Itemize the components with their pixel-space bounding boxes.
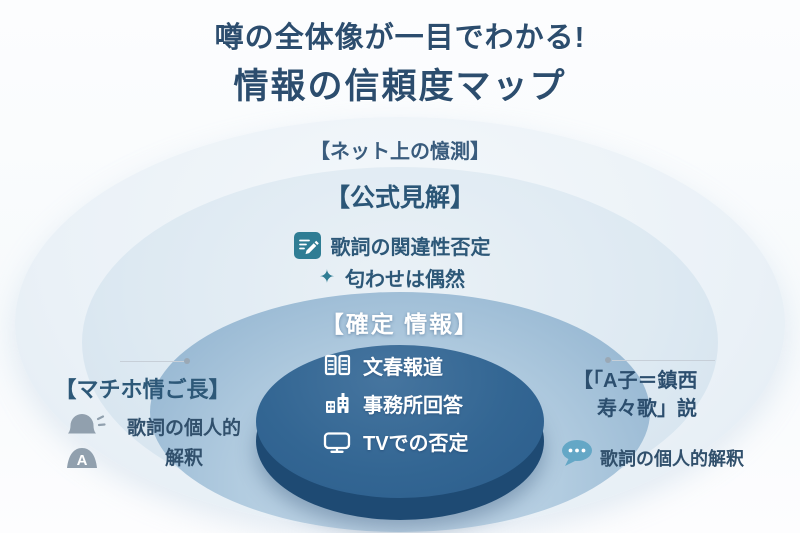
person-a-icon: A [62,410,116,475]
core-disk [256,345,544,498]
office-building-icon [322,391,352,415]
ring-net-speculation-label: 【ネット上の憶測】 [310,141,490,163]
fact-label: TVでの否定 [363,432,469,455]
title-block: 噂の全体像が一目でわかる! 情報の信頼度マップ [0,14,800,109]
official-item-label: 匂わせは偶然 [344,269,465,291]
official-item-row: 歌詞の関違性否定 [0,231,784,260]
core-fact-list: 文春報道 [322,350,469,464]
left-connector-line [120,361,184,362]
right-callout-label: 【「A子＝鎮西 寿々歌」説 [573,367,773,423]
left-callout-label: 【マチホ情ご長】 [54,377,231,402]
fact-label: 文春報道 [363,356,443,379]
title-tagline: 噂の全体像が一目でわかる! [214,22,586,54]
left-callout-text-line2: 解釈 [164,448,203,469]
fact-row: 文春報道 [322,350,469,380]
left-callout-text-line1: 歌詞の個人的 [126,418,241,439]
page-title: 情報の信頼度マップ [233,67,567,106]
fact-label: 事務所回答 [363,394,463,417]
right-callout-label-line1: 【「A子＝鎮西 [573,370,698,392]
right-callout-label-line2: 寿々歌」説 [597,398,697,420]
ring-official-view-label: 【公式見解】 [324,184,475,212]
ring-confirmed-info-label: 【確定 情報】 [320,311,480,337]
left-connector-dot [184,358,190,364]
official-item-row: ✦ 匂わせは偶然 [0,263,784,292]
svg-text:A: A [77,452,88,469]
newspaper-icon [322,353,352,377]
pencil-edit-icon [293,232,321,259]
right-connector-dot [605,357,611,363]
fact-row: TVでの否定 [322,426,469,456]
tv-icon [322,429,352,454]
sparkle-icon: ✦ [319,267,335,288]
right-connector-line [612,360,715,361]
right-callout-text: 歌詞の個人的解釈 [600,449,744,469]
official-item-label: 歌詞の関違性否定 [330,237,491,259]
fact-row: 事務所回答 [322,388,469,418]
left-callout-text: 歌詞の個人的 解釈 [116,414,252,474]
speech-bubble-icon [560,439,596,474]
